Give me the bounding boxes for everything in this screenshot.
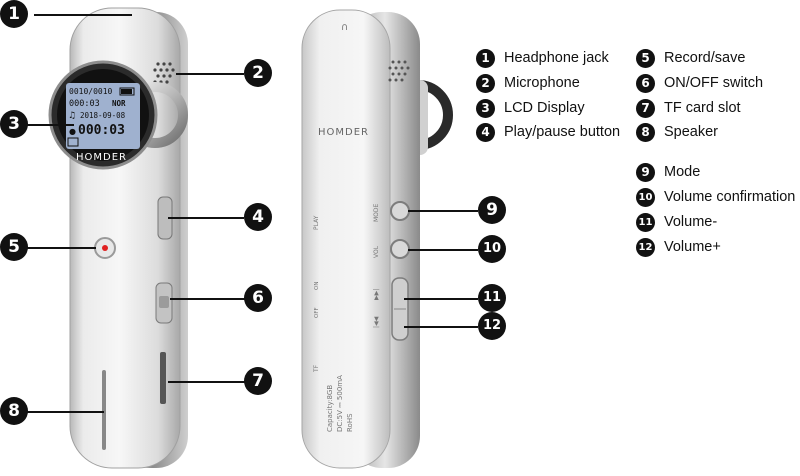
leader-11 [404,298,478,300]
rohs-text: RoHS [346,413,354,432]
record-dot-icon [102,245,108,251]
music-note-icon: ♫ [68,111,76,121]
leader-3 [22,124,74,126]
leader-8 [26,411,104,413]
legend-label: Headphone jack [504,50,609,66]
front-brand: HOMDER [76,152,127,163]
legend-label: Speaker [664,124,719,140]
legend-label: Volume+ [664,239,721,255]
legend-item-volume-confirmation: 10 Volume confirmation [636,186,795,208]
callout-6: 6 [244,284,272,312]
callout-10: 10 [478,235,506,263]
legend-item-play-pause: 4 Play/pause button [476,121,620,143]
leader-5 [24,247,96,249]
volume-confirm-button[interactable] [390,239,410,259]
legend-badge: 12 [636,237,655,257]
legend-label: Volume confirmation [664,189,796,205]
legend-item-lcd-display: 3 LCD Display [476,97,585,119]
legend-badge: 6 [636,73,655,93]
back-microphone-grille [388,60,410,82]
leader-7 [168,381,246,383]
legend-badge: 7 [636,98,655,118]
label-vol: VOL [373,245,380,258]
legend-item-mode: 9 Mode [636,161,700,183]
label-on: ON [314,282,320,290]
label-tf: TF [313,364,320,373]
label-off: OFF [314,307,320,318]
power-text: DC:5V ⎓ 500mA [336,375,344,432]
legend-badge: 1 [476,48,495,68]
lcd-mode: NOR [112,99,126,108]
capacity-text: Capacity:8GB [326,385,334,432]
callout-12: 12 [478,312,506,340]
legend-label: Record/save [664,50,746,66]
leader-9 [408,210,478,212]
lcd-timer: 000:03 [78,123,125,138]
legend-badge: 8 [636,122,655,142]
legend-label: Microphone [504,75,580,91]
back-device: ∩ HOMDER PLAY MODE VOL OFF ON TF ▶▶| |◀◀… [301,9,453,469]
label-play: PLAY [313,215,320,230]
leader-1 [34,14,132,16]
leader-6 [170,298,246,300]
legend-label: Play/pause button [504,124,621,140]
leader-4 [168,217,244,219]
tf-card-slot[interactable] [160,352,166,404]
speaker-slot [102,370,106,450]
callout-1: 1 [0,0,28,28]
callout-5: 5 [0,233,28,261]
callout-2: 2 [244,59,272,87]
lcd-date: 2018-09-08 [80,111,126,120]
legend-label: ON/OFF switch [664,75,764,91]
callout-3: 3 [0,110,28,138]
legend-label: TF card slot [664,100,741,116]
lcd-screen [66,83,140,149]
headphone-icon: ∩ [341,22,348,33]
next-track-icon: ▶▶| [373,289,380,300]
callout-7: 7 [244,367,272,395]
front-device: 0010/0010 000:03 NOR ♫ 2018-09-08 000:03… [48,7,188,469]
legend-item-speaker: 8 Speaker [636,121,718,143]
legend-item-headphone-jack: 1 Headphone jack [476,47,609,69]
legend-item-tf-card: 7 TF card slot [636,97,741,119]
legend-badge: 5 [636,48,655,68]
legend-label: Volume- [664,214,718,230]
callout-9: 9 [478,196,506,224]
legend-badge: 2 [476,73,495,93]
prev-track-icon: |◀◀ [373,316,380,328]
legend-item-volume-minus: 11 Volume- [636,211,717,233]
lcd-elapsed: 000:03 [69,99,100,109]
legend-label: LCD Display [504,100,585,116]
leader-12 [404,326,478,328]
leader-2 [176,73,244,75]
lcd-file-counter: 0010/0010 [69,87,113,96]
rec-indicator-icon: ● [69,127,76,136]
callout-11: 11 [478,284,506,312]
callout-4: 4 [244,203,272,231]
back-brand: HOMDER [318,127,369,138]
leader-10 [408,249,478,251]
legend-item-microphone: 2 Microphone [476,72,580,94]
legend-item-volume-plus: 12 Volume+ [636,236,721,258]
legend-item-record-save: 5 Record/save [636,47,745,69]
legend-item-on-off: 6 ON/OFF switch [636,72,763,94]
legend-badge: 10 [636,187,655,207]
legend-badge: 9 [636,162,655,182]
label-mode: MODE [373,203,380,222]
legend-badge: 11 [636,212,655,232]
legend-label: Mode [664,164,701,180]
legend-badge: 3 [476,98,495,118]
mode-button[interactable] [390,201,410,221]
back-body [301,9,391,469]
callout-8: 8 [0,397,28,425]
folder-icon [67,137,79,147]
legend-badge: 4 [476,122,495,142]
